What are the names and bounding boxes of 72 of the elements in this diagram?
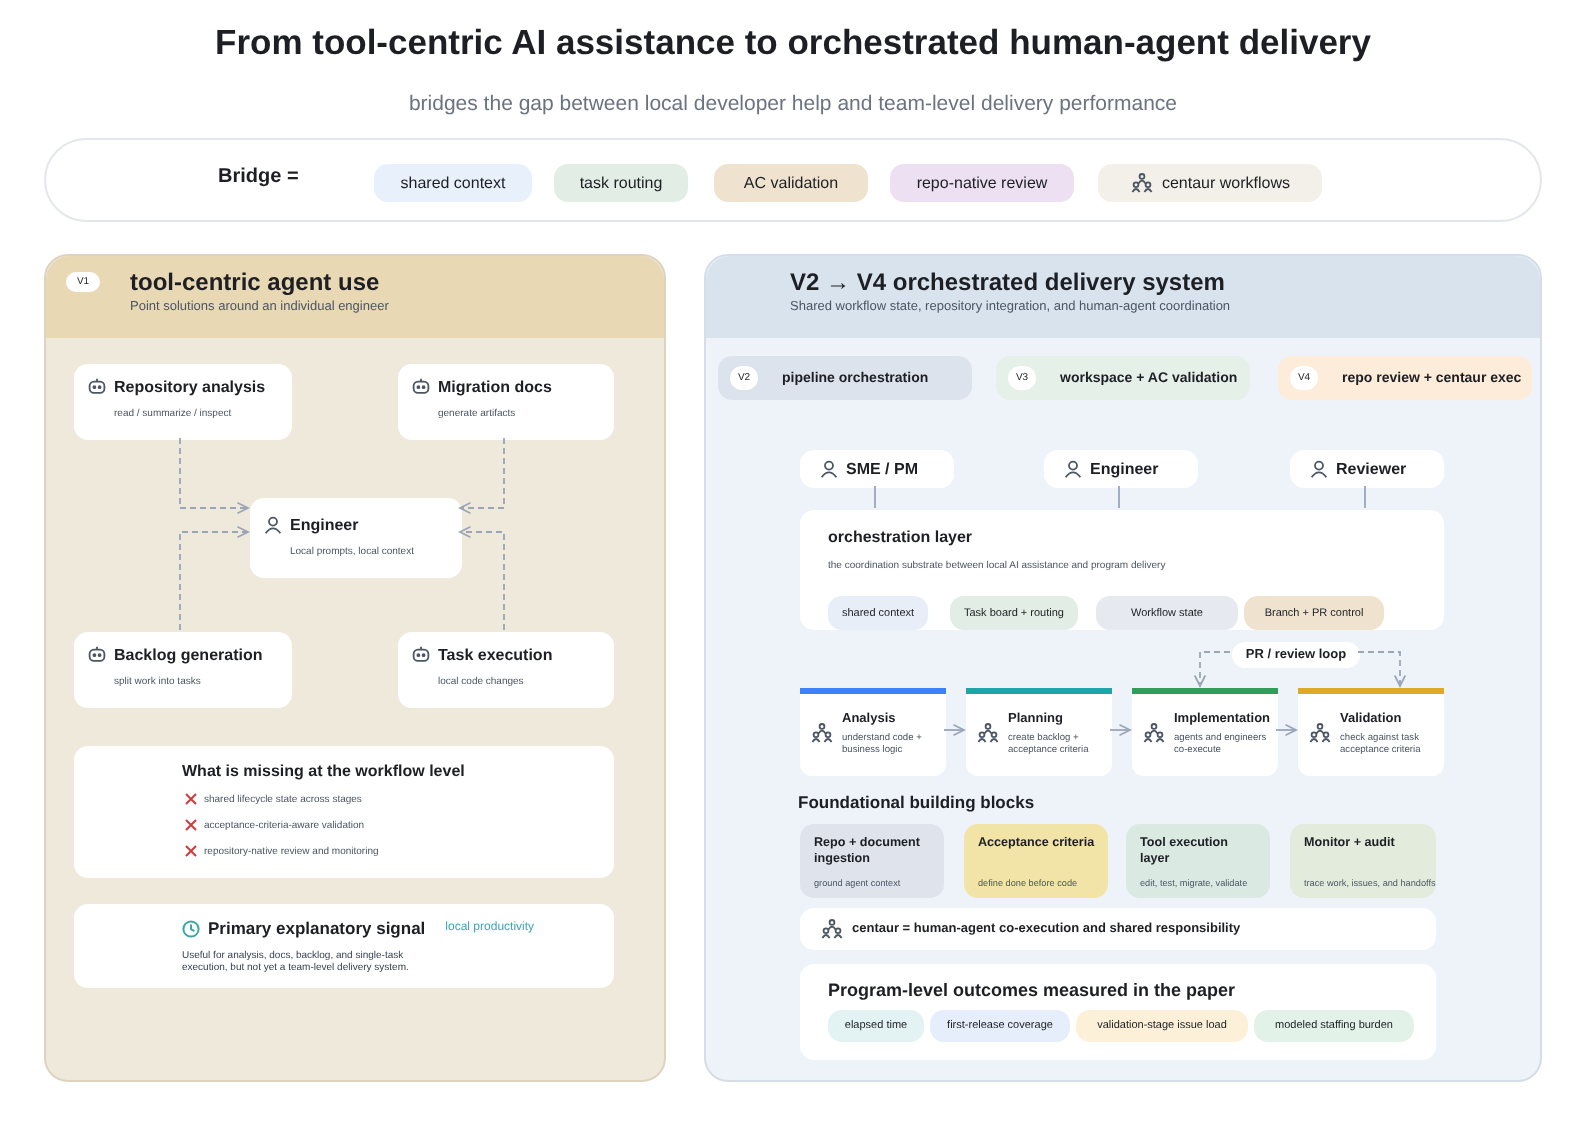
subtitle: bridges the gap between local developer help and team-level delivery performance xyxy=(406,92,1180,116)
version-pill xyxy=(996,356,1250,400)
dashed-arrow xyxy=(1193,651,1231,687)
tag-label: shared context xyxy=(400,174,506,192)
dashed-arrow xyxy=(179,525,249,631)
tag-pill xyxy=(890,164,1074,202)
agent-card xyxy=(74,364,292,440)
connector-line xyxy=(874,485,876,509)
card-title: Task execution xyxy=(438,646,553,664)
card-title: Program-level outcomes measured in the paper xyxy=(828,980,1236,1000)
role-card xyxy=(1044,450,1198,488)
outcomes-card xyxy=(800,964,1436,1060)
info-card xyxy=(74,746,614,878)
tag-label: centaur workflows xyxy=(1161,174,1291,192)
tag-pill xyxy=(1076,1010,1248,1042)
tag-pill xyxy=(714,164,868,202)
connector-line xyxy=(1364,485,1366,509)
tag-pill xyxy=(554,164,688,202)
building-block-card xyxy=(1290,824,1436,898)
agent-card xyxy=(398,632,614,708)
agent-card xyxy=(74,632,292,708)
tag-pill xyxy=(828,1010,924,1042)
arrow xyxy=(1275,723,1297,737)
role-name: Engineer xyxy=(1090,460,1159,478)
tag-pill xyxy=(1098,164,1322,202)
version-pill xyxy=(718,356,972,400)
building-block-card xyxy=(964,824,1108,898)
stage-card xyxy=(800,688,946,776)
card-title: orchestration layer xyxy=(828,528,973,546)
panel xyxy=(44,254,666,1082)
tag-pill xyxy=(1244,596,1384,630)
role-card xyxy=(800,450,954,488)
legend-heading: Bridge = xyxy=(218,166,299,188)
stage-card xyxy=(1298,688,1444,776)
card-title: Backlog generation xyxy=(114,646,263,664)
agent-card xyxy=(250,498,462,578)
legend-bar xyxy=(44,138,1542,222)
version-pill xyxy=(1278,356,1532,400)
tag-label: repo-native review xyxy=(916,174,1048,192)
card-title: What is missing at the workflow level xyxy=(182,762,465,780)
panel-title: tool-centric agent use xyxy=(130,268,380,296)
tag-label: AC validation xyxy=(743,174,839,192)
agent-card xyxy=(398,364,614,440)
tag-pill xyxy=(1254,1010,1414,1042)
arrow xyxy=(943,723,965,737)
card-title: Migration docs xyxy=(438,378,552,396)
note-bar xyxy=(800,908,1436,950)
arrow xyxy=(1109,723,1131,737)
card-title: Repository analysis xyxy=(114,378,266,396)
panel xyxy=(704,254,1542,1082)
dashed-arrow xyxy=(459,525,505,631)
layer-card xyxy=(800,510,1444,630)
stage-card xyxy=(966,688,1112,776)
tag-pill xyxy=(1096,596,1238,630)
dashed-arrow xyxy=(459,437,505,515)
dashed-arrow xyxy=(1357,651,1407,687)
panel-title: V2 → V4 orchestrated delivery system xyxy=(790,268,1225,296)
card-title: Engineer xyxy=(290,516,359,534)
connector-line xyxy=(1118,485,1120,509)
card-title: Primary explanatory signal xyxy=(208,918,426,938)
stage-card xyxy=(1132,688,1278,776)
role-name: SME / PM xyxy=(846,460,919,478)
dashed-arrow xyxy=(179,437,249,515)
role-card xyxy=(1290,450,1444,488)
section-heading: Foundational building blocks xyxy=(798,792,1037,812)
tag-pill xyxy=(930,1010,1070,1042)
loop-pill xyxy=(1232,642,1360,668)
tag-label: task routing xyxy=(579,174,663,192)
info-card xyxy=(74,904,614,988)
role-name: Reviewer xyxy=(1336,460,1407,478)
diagram-title: From tool-centric AI assistance to orchestrated human-agent delivery xyxy=(213,22,1373,64)
tag-pill xyxy=(950,596,1078,630)
